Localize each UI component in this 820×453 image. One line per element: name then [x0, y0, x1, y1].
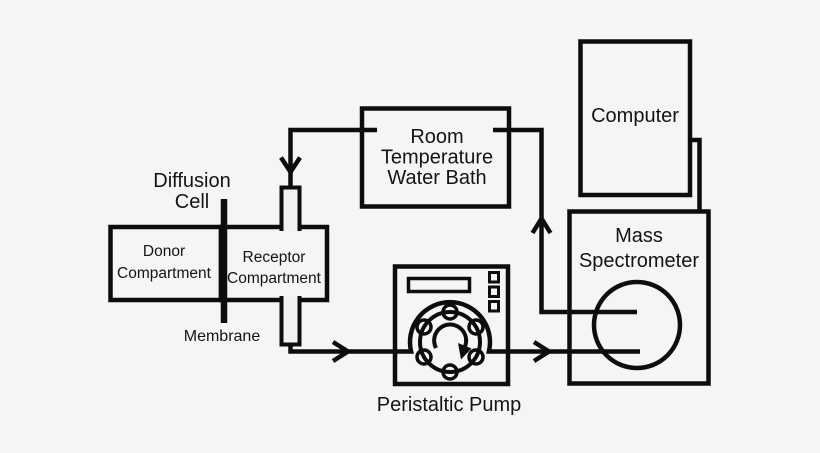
flow-arrow-right-2-icon [532, 340, 554, 363]
donor-compartment-label-line1: Donor [143, 243, 185, 260]
water-bath-label-line3: Water Bath [387, 167, 486, 189]
receptor-compartment-label-line1: Receptor [243, 249, 306, 266]
cell-to-pump-to-massspec-line [288, 299, 640, 354]
computer-box [578, 39, 693, 198]
mass-spectrometer-node: Mass Spectrometer [567, 209, 711, 386]
donor-compartment-label-line2: Compartment [117, 265, 212, 282]
detector-circle-icon [591, 279, 683, 371]
diffusion-cell-label-line1: Diffusion [153, 170, 230, 192]
pump-roller-2 [467, 318, 485, 336]
computer-label: Computer [591, 105, 679, 127]
pump-roller-6 [415, 318, 433, 336]
waterbath-to-cell-line [288, 127, 377, 186]
mass-spectrometer-box [567, 209, 711, 386]
flow-arrow-down-icon [279, 156, 302, 177]
mass-spectrometer-label-line2: Spectrometer [579, 250, 699, 272]
pump-rotation-arrow-icon [432, 322, 469, 349]
pump-box [392, 264, 511, 387]
pump-button-1 [488, 271, 500, 284]
pump-button-2 [488, 285, 500, 298]
pump-rotor-ring [418, 310, 482, 374]
water-bath-label-line1: Room [410, 126, 463, 148]
pump-rotation-arrowhead-icon [458, 343, 472, 360]
water-bath-box [359, 106, 512, 209]
receptor-top-port [279, 185, 302, 231]
peristaltic-pump-label: Peristaltic Pump [377, 394, 522, 416]
water-bath-node: Room Temperature Water Bath [359, 106, 512, 209]
membrane-label: Membrane [184, 328, 261, 345]
pump-roller-1 [441, 303, 459, 321]
pump-roller-5 [415, 348, 433, 366]
peristaltic-pump-node: Peristaltic Pump [377, 264, 522, 416]
pump-display [406, 276, 472, 294]
diffusion-cell-node: Diffusion Cell Donor Compartment Recepto… [108, 170, 330, 347]
flow-arrow-up-icon [530, 214, 553, 235]
flow-arrow-right-1-icon [331, 340, 353, 363]
water-bath-label-line2: Temperature [381, 147, 493, 169]
pump-button-3 [488, 300, 500, 313]
receptor-bottom-port [279, 296, 302, 347]
pump-roller-4 [441, 363, 459, 381]
diffusion-cell-label-line2: Cell [175, 191, 209, 213]
computer-node: Computer [578, 39, 693, 198]
mass-spectrometer-label-line1: Mass [615, 225, 663, 247]
computer-massspec-cable [690, 137, 702, 211]
receptor-compartment-label-line2: Compartment [227, 270, 322, 287]
pump-roller-3 [467, 348, 485, 366]
